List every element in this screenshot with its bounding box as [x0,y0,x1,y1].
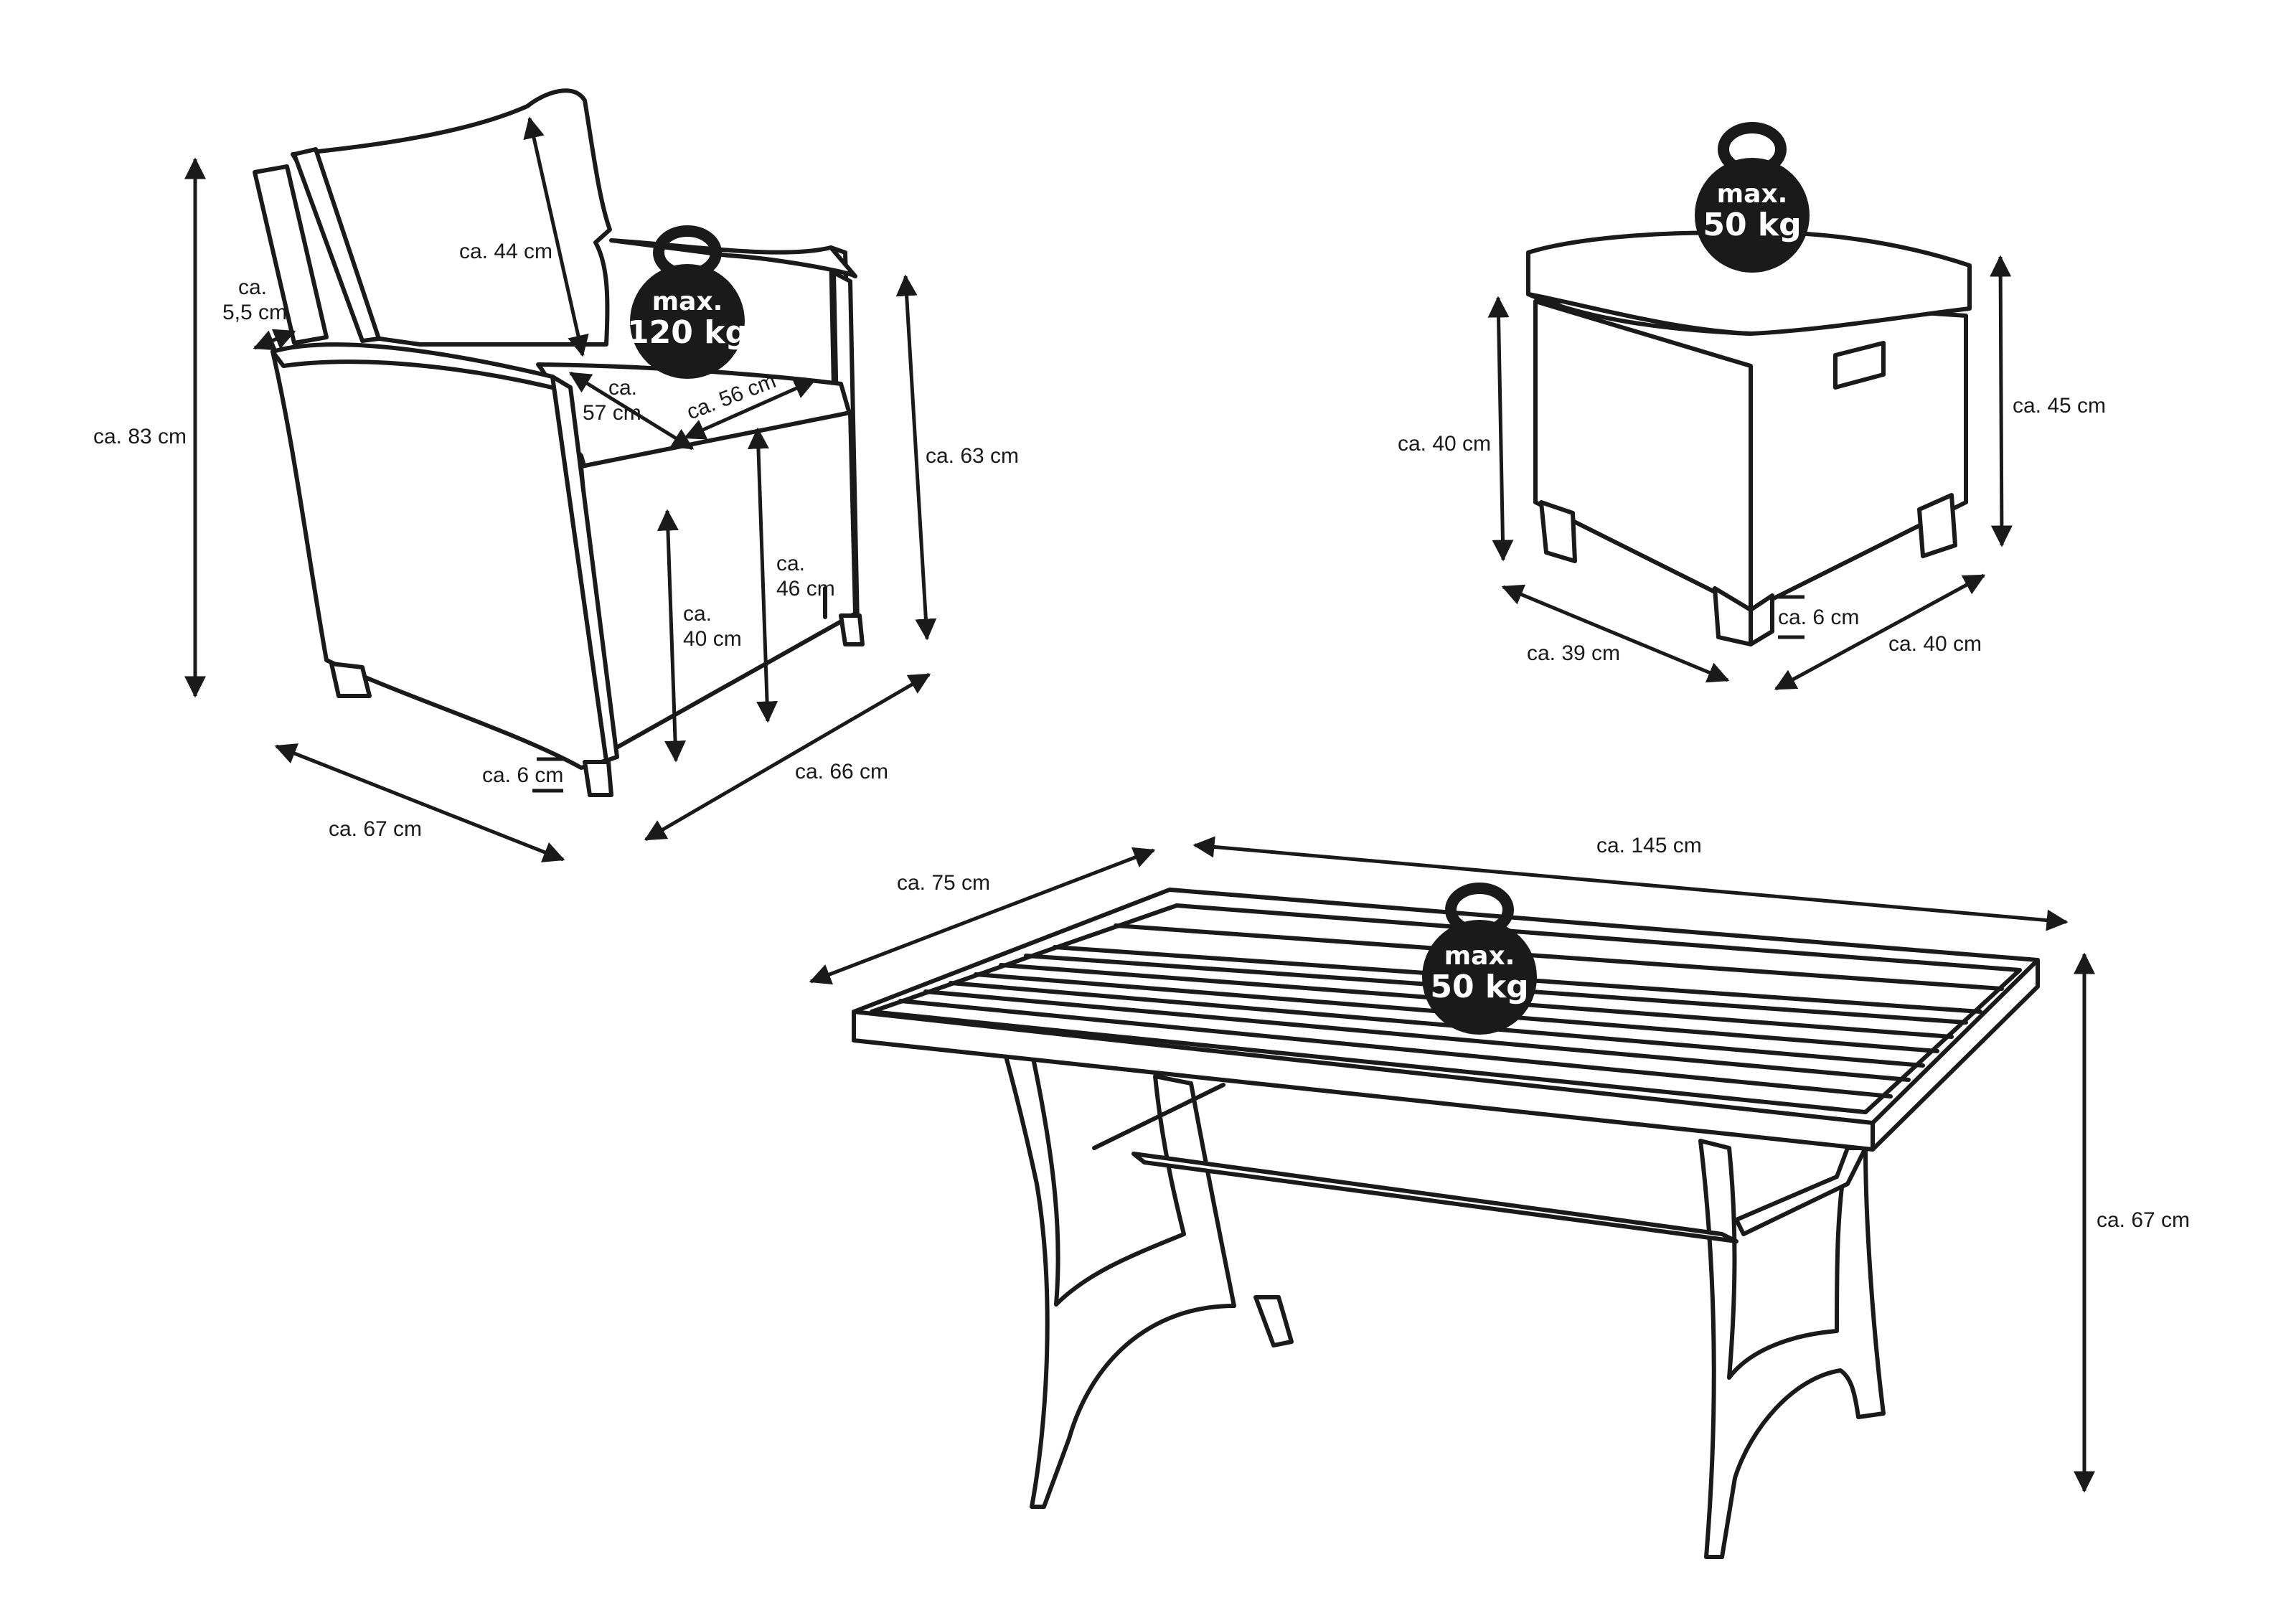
stool-leg-left [1539,500,1577,563]
label-chair-back: ca. 44 cm [459,240,552,263]
table-shelf-back-edge [1092,1083,1225,1150]
label-chair-seat-height-a: ca. [683,602,712,626]
label-chair-seat-height2-a: ca. [776,552,805,575]
label-table-depth: ca. 75 cm [897,871,990,895]
label-stool-width: ca. 40 cm [1888,632,1982,656]
dim-table-depth [809,847,1156,985]
label-stool-height-front: ca. 40 cm [1398,432,1491,456]
label-stool-height-back: ca. 45 cm [2013,394,2106,418]
chair-weight-line1: max. [652,287,723,316]
stool-edges [1533,299,1753,612]
label-chair-seat-depth-a: ca. [608,376,637,400]
chair-right-armrest-top [609,238,857,278]
table-slat-8 [898,999,1893,1099]
label-chair-seat-height-b: 40 cm [683,627,742,651]
dim-chair-depth [644,672,931,842]
chair-dimensions [184,116,937,862]
stool-leg-front-b [1749,593,1774,646]
chair-leg-left [329,662,372,698]
dim-chair-width [274,743,565,862]
label-chair-armrest-a: ca. [238,276,267,299]
dim-stool-height-back [1990,255,2013,547]
stool-leg-right [1917,493,1957,558]
dim-chair-arm-height [895,274,937,641]
stool-drawing [1526,230,1972,646]
stool-weight-badge: max. 50 kg [1695,122,1810,273]
label-chair-arm-height: ca. 63 cm [926,444,1019,468]
chair-left-arm-front [550,375,619,763]
label-chair-width: ca. 67 cm [329,817,422,841]
dim-chair-armrest [253,329,296,351]
stool-cushion [1526,230,1972,336]
chair-back-frame [292,147,381,343]
label-table-height: ca. 67 cm [2097,1208,2190,1232]
chair-leg-front [583,760,613,797]
chair-drawing [253,88,865,797]
table-leg-right [1698,1139,1886,1559]
label-chair-seat-height2-b: 46 cm [776,577,835,601]
dim-chair-seat-height2 [747,427,778,723]
label-stool-depth: ca. 39 cm [1527,641,1620,665]
chair-weight-line2: 120 kg [627,314,748,351]
table-dimensions [809,836,2095,1493]
label-chair-depth: ca. 66 cm [795,760,888,784]
stool-weight-line1: max. [1717,179,1788,209]
stool-weight-line2: 50 kg [1703,207,1801,243]
stool-cushion-edge [1526,292,1753,336]
table-slat-7 [923,989,1911,1082]
chair-leg-right [839,613,865,646]
table-leg-left [1002,1049,1236,1509]
dim-chair-back [523,116,589,357]
stool-labels: ca. 40 cm ca. 45 cm ca. 6 cm ca. 39 cm c… [1398,394,2106,665]
table-shelf [1131,1152,1739,1243]
table-slat-6 [949,981,1925,1068]
dim-chair-seat-width [683,378,817,440]
label-chair-armrest-b: 5,5 cm [222,301,287,324]
dim-chair-seat-depth [568,371,695,451]
table-weight-badge: max. 50 kg [1422,883,1537,1035]
label-chair-seat-depth-b: 57 cm [583,401,641,425]
dim-table-length [1192,836,2069,931]
stool-handle [1833,341,1886,390]
chair-left-back-post [253,164,329,345]
label-chair-height: ca. 83 cm [93,425,187,448]
dim-stool-height-front [1487,296,1514,562]
table-leg-left-foot [1253,1295,1294,1347]
chair-weight-badge: max. 120 kg [627,225,748,379]
dim-stool-depth [1501,584,1730,683]
table-labels: ca. 75 cm ca. 145 cm ca. 67 cm [897,834,2190,1232]
table-weight-line1: max. [1444,941,1515,971]
stool-dimensions [1487,255,2013,691]
label-chair-leg: ca. 6 cm [482,763,563,787]
table-slat-1 [1114,923,2004,991]
table-weight-line2: 50 kg [1430,969,1528,1005]
label-stool-leg: ca. 6 cm [1778,606,1859,629]
dim-stool-width [1774,573,1986,691]
label-table-length: ca. 145 cm [1596,834,1702,857]
